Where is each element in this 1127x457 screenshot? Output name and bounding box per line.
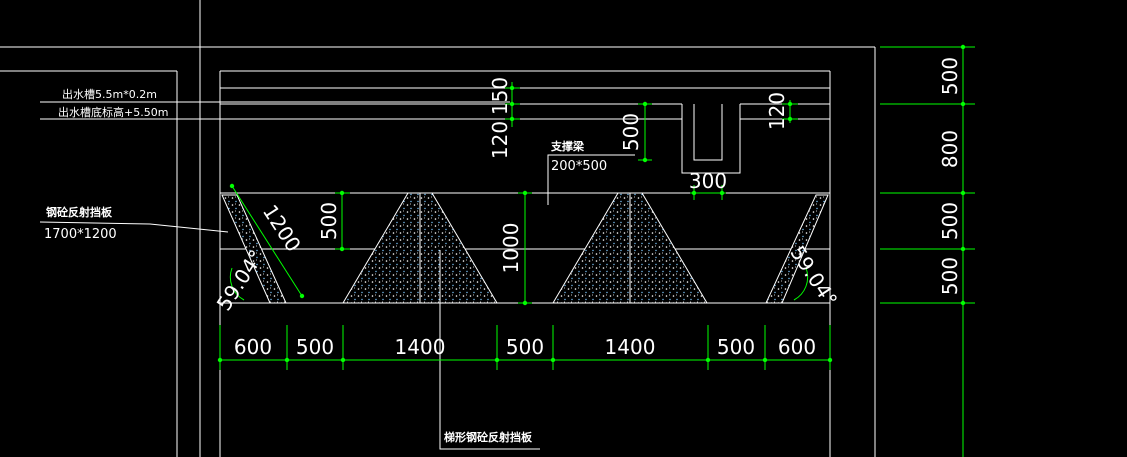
dimension-lines: [219, 46, 975, 457]
dim-bottom-7: 600: [778, 335, 816, 359]
dim-1000: 1000: [499, 223, 523, 274]
dim-bottom-3: 1400: [395, 335, 446, 359]
dimension-ticks: [217, 44, 966, 363]
right-dimension-texts: 500 800 500 500: [938, 57, 962, 295]
label-tank-bottom-elev: 出水槽底标高+5.50m: [58, 105, 168, 119]
dim-1200: 1200: [258, 200, 306, 256]
leaders: [39, 101, 635, 450]
dim-500-left: 500: [317, 202, 341, 240]
annotation-labels: 出水槽5.5m*0.2m 出水槽底标高+5.50m 支撑梁 200*500 钢砼…: [44, 87, 607, 444]
bottom-dimension-texts: 600 500 1400 500 1400 500 600: [234, 335, 816, 359]
misc-dimension-texts: 150 120 120 500 300 500 1000 1200 59.04°…: [212, 77, 843, 315]
dim-150: 150: [488, 77, 512, 115]
dim-300: 300: [689, 169, 727, 193]
angle-right: 59.04°: [785, 241, 842, 310]
label-reflector-plate: 钢砼反射挡板: [46, 205, 113, 219]
dim-bottom-1: 600: [234, 335, 272, 359]
dim-right-4: 500: [938, 257, 962, 295]
dim-right-2: 800: [938, 130, 962, 168]
dim-bottom-4: 500: [506, 335, 544, 359]
baffle-left: [221, 194, 287, 304]
label-support-beam-size: 200*500: [551, 159, 607, 174]
dim-500-beam: 500: [619, 113, 643, 151]
frame: [0, 0, 876, 457]
baffle-right: [765, 194, 829, 304]
dim-120-right: 120: [765, 92, 789, 130]
dim-bottom-5: 1400: [605, 335, 656, 359]
label-support-beam: 支撑梁: [550, 139, 585, 153]
dim-120-left: 120: [488, 121, 512, 159]
dim-bottom-6: 500: [717, 335, 755, 359]
dim-right-1: 500: [938, 57, 962, 95]
baffles: [221, 192, 829, 304]
label-outlet-tank: 出水槽5.5m*0.2m: [62, 87, 157, 101]
dim-bottom-2: 500: [296, 335, 334, 359]
label-trapezoid-plate: 梯形钢砼反射挡板: [444, 430, 533, 444]
dim-right-3: 500: [938, 202, 962, 240]
label-reflector-size: 1700*1200: [44, 227, 117, 242]
